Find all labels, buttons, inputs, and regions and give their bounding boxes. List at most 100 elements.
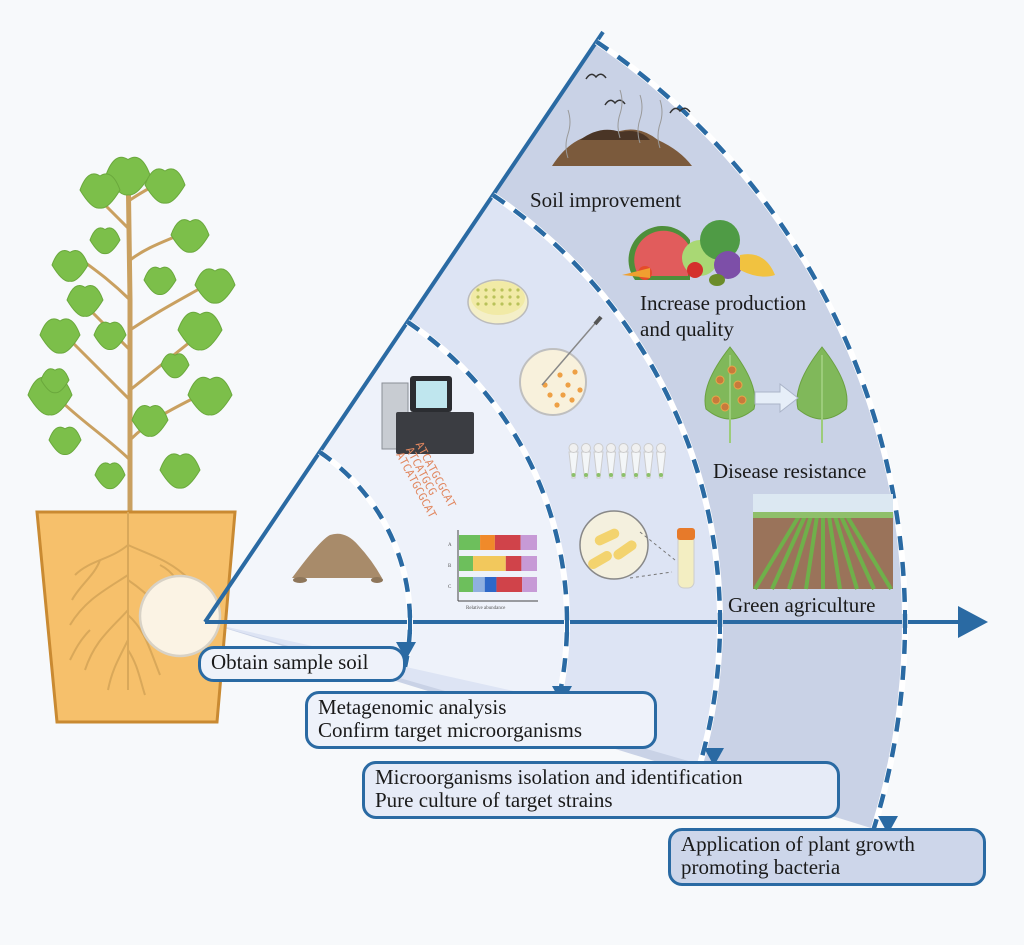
inoculating-loop-icon <box>519 315 603 416</box>
chart-bar-segment <box>459 556 474 571</box>
odor-line <box>565 109 571 159</box>
root-line <box>127 614 161 676</box>
cotton-leaf <box>131 404 169 437</box>
stage-arc-dashed <box>491 193 723 805</box>
crop-row <box>770 515 807 590</box>
pcr-tubes-icon <box>568 443 667 479</box>
leaf-disease-icon <box>704 346 848 443</box>
benefit-increase-production: Increase production <box>640 291 807 315</box>
plant-branch <box>58 398 132 462</box>
stage-arrowhead-icon <box>878 816 898 834</box>
chart-bar-segment <box>473 577 485 592</box>
cotton-leaf <box>144 168 186 204</box>
stage-arrowhead-icon <box>704 748 724 766</box>
plant-pot-icon <box>35 510 237 724</box>
cotton-leaf <box>170 219 210 253</box>
benefit-quality: and quality <box>640 317 734 341</box>
root-line <box>127 649 146 696</box>
stage-text: Pure culture of target strains <box>375 788 613 812</box>
chart-bar-segment <box>484 577 497 592</box>
root-line <box>69 629 91 661</box>
cotton-leaf <box>51 249 89 282</box>
crop-row <box>833 515 859 590</box>
cotton-leaf <box>48 426 82 456</box>
chart-bar-segment <box>459 577 474 592</box>
odor-line <box>657 99 663 149</box>
stage-arc-dashed <box>406 320 570 741</box>
stage-text: Confirm target microorganisms <box>318 718 583 742</box>
odor-line <box>637 94 643 144</box>
crop-row <box>787 515 813 590</box>
chart-bar-segment <box>522 577 537 592</box>
bird-icon <box>585 73 607 80</box>
chart-bar-segment <box>494 535 521 550</box>
crop-row <box>827 515 842 590</box>
stage-box-metagenomic: Metagenomic analysis Confirm target micr… <box>305 691 657 749</box>
cotton-leaf <box>93 321 127 351</box>
chart-bar-segment <box>520 535 537 550</box>
benefit-green-agriculture: Green agriculture <box>728 593 876 617</box>
crop-row <box>753 514 801 591</box>
sequencer-icon <box>381 376 474 454</box>
chart-bar-segment <box>521 556 537 571</box>
cotton-leaf <box>177 311 223 351</box>
stage-text: Application of plant growth <box>681 832 915 856</box>
odor-line <box>617 89 623 139</box>
sector-frame <box>203 30 988 638</box>
cotton-leaf <box>40 368 70 394</box>
sector-left-edge <box>203 30 605 624</box>
petri-dish-icon <box>467 279 529 325</box>
chart-bar-segment <box>480 535 495 550</box>
soil-pile-icon <box>292 533 383 583</box>
stage-box-application: Application of plant growth promoting ba… <box>668 828 986 886</box>
stage-text: promoting bacteria <box>681 855 841 879</box>
cotton-leaf <box>159 453 201 489</box>
root-line <box>74 544 129 576</box>
arrow-icon <box>754 382 799 414</box>
cotton-leaf <box>66 284 104 317</box>
cotton-leaf <box>194 268 236 304</box>
stage-icons: ATCATGCGCATATCATGCGATCATGCGCATABCRelativ… <box>292 73 893 611</box>
root-line <box>69 574 129 626</box>
plant-branch <box>68 338 132 402</box>
crop-row <box>845 514 893 591</box>
cotton-plant-icon <box>27 156 236 512</box>
root-line <box>71 559 101 601</box>
produce-icon <box>622 220 775 286</box>
culture-tube-icon <box>677 528 695 589</box>
cotton-leaf <box>39 318 81 354</box>
chart-row-label: C <box>448 585 452 590</box>
cotton-leaf <box>94 462 126 490</box>
cotton-leaf <box>143 266 177 296</box>
benefit-soil-improvement: Soil improvement <box>530 188 682 212</box>
chart-x-label: Relative abundance <box>466 606 506 611</box>
stage-box-sample: Obtain sample soil <box>198 646 406 682</box>
root-line <box>127 544 191 581</box>
cotton-leaf <box>89 227 121 255</box>
stage-box-isolation: Microorganisms isolation and identificat… <box>362 761 840 819</box>
chart-row-label: A <box>448 543 452 548</box>
bird-icon <box>669 107 691 114</box>
stage-text: Microorganisms isolation and identificat… <box>375 765 743 789</box>
stage-text: Obtain sample soil <box>211 650 369 674</box>
chart-bar-segment <box>459 535 481 550</box>
stage-arrowhead-icon <box>396 642 416 660</box>
cotton-leaf <box>79 173 121 209</box>
compost-icon <box>552 73 692 166</box>
chart-bar-segment <box>496 577 523 592</box>
band-sample <box>205 452 410 622</box>
bacteria-microscope-icon <box>579 510 676 580</box>
stage-arcs <box>317 39 908 834</box>
chart-bar-segment <box>473 556 506 571</box>
stage-arc-dashed <box>595 39 908 830</box>
root-line <box>84 609 129 671</box>
timeline-arrowhead-icon <box>958 606 988 638</box>
crop-row <box>839 515 876 590</box>
cotton-leaf <box>160 353 190 379</box>
root-line <box>107 639 129 691</box>
cotton-leaf <box>187 376 233 416</box>
chart-bar-segment <box>505 556 522 571</box>
